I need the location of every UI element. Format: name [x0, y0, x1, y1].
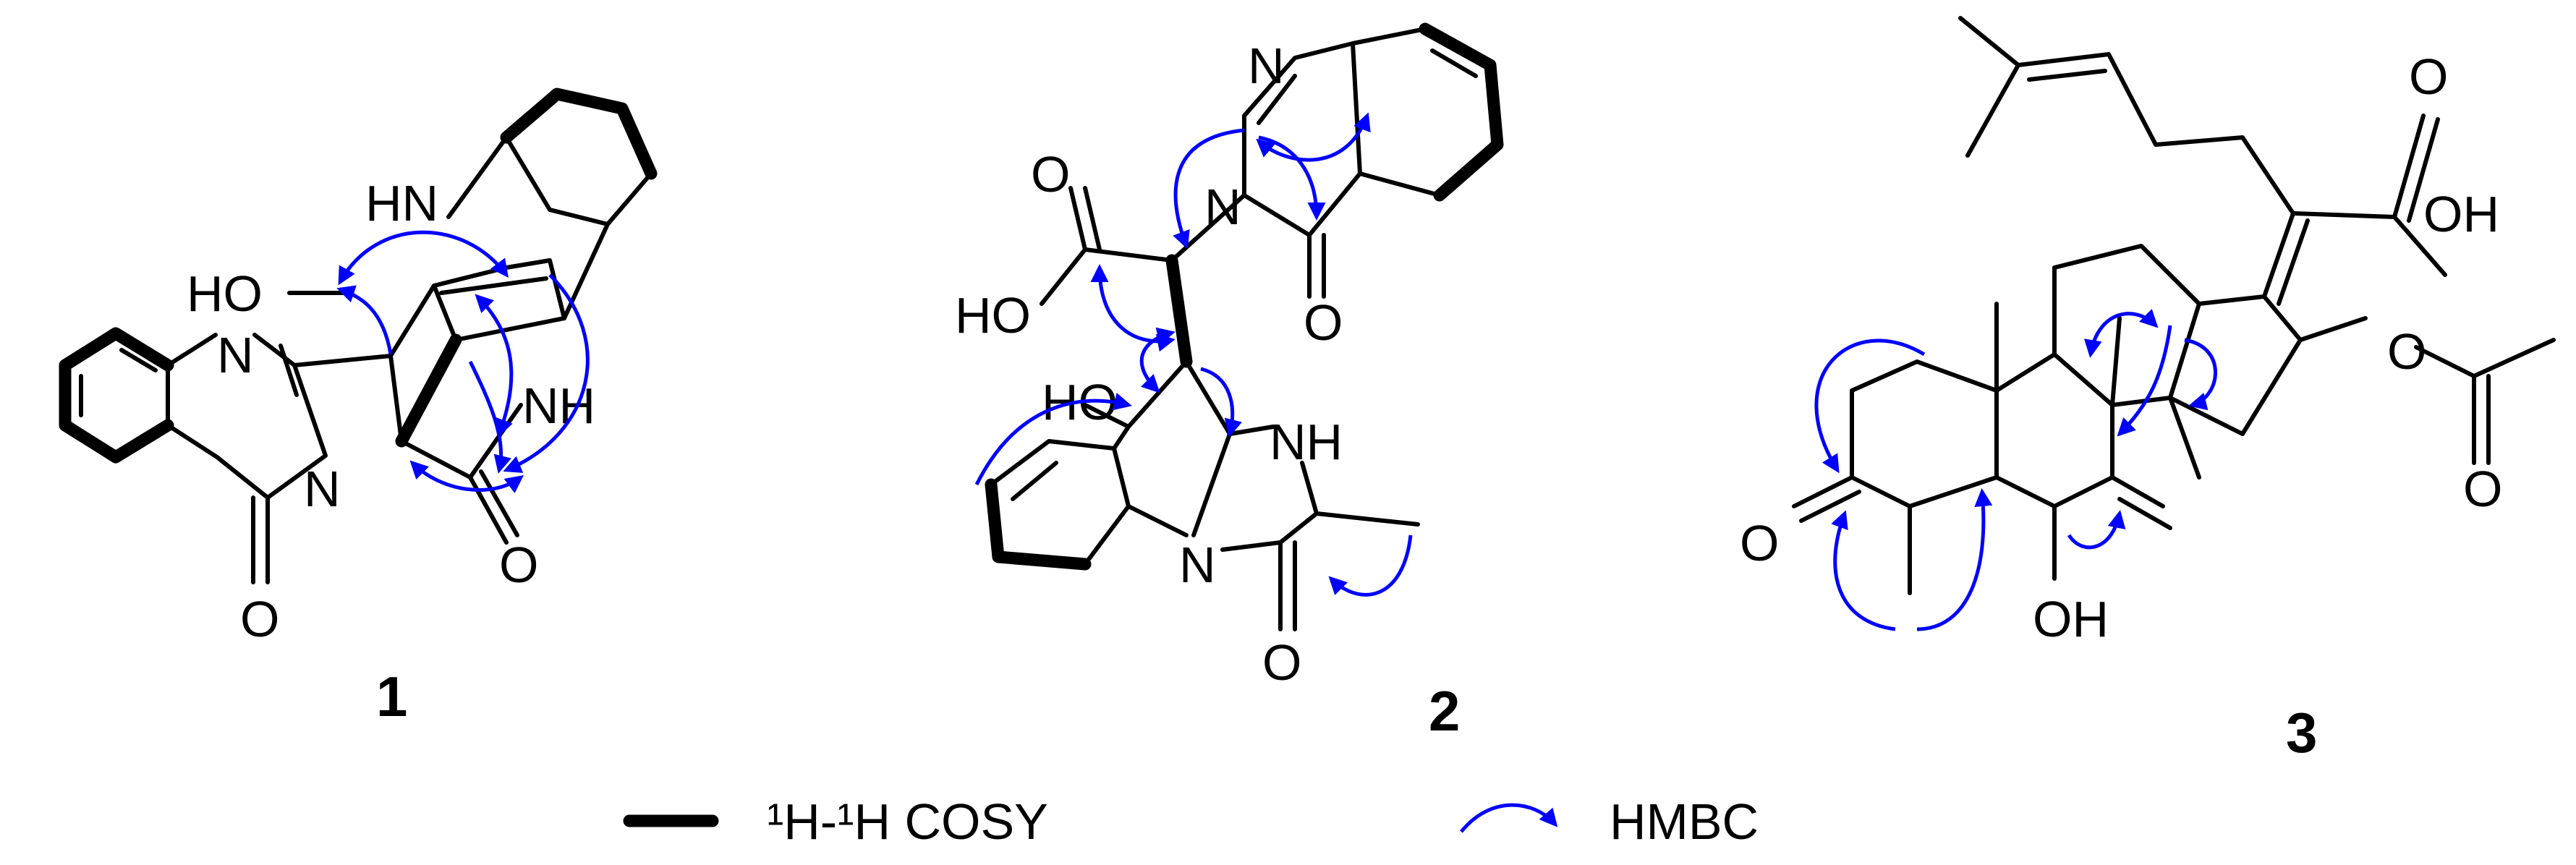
- compound-3-hmbc-arrows: [1814, 309, 2217, 631]
- compound-2-atom-labels: N O N HO O HO NH N O: [955, 38, 1343, 691]
- atom-label: HN: [365, 175, 438, 231]
- atom-label: OH: [2033, 591, 2109, 647]
- compound-1-hmbc-arrows: [336, 230, 590, 493]
- atom-label: O: [1304, 294, 1343, 351]
- compound-1-structure: [59, 88, 658, 584]
- atom-label: N: [1179, 537, 1216, 593]
- atom-label: HO: [187, 265, 263, 322]
- legend-hmbc-label: HMBC: [1610, 793, 1759, 850]
- atom-label: O: [2463, 461, 2502, 517]
- atom-label: O: [240, 591, 279, 647]
- compound-1-atom-labels: HN HO N N NH O O: [187, 175, 595, 647]
- atom-label: NH: [1270, 414, 1343, 470]
- atom-label: O: [1031, 146, 1070, 203]
- atom-label: N: [1248, 38, 1285, 94]
- atom-label: N: [217, 327, 254, 383]
- compound-number-1: 1: [376, 665, 407, 728]
- atom-label: OH: [2423, 186, 2499, 242]
- compound-2-structure: [985, 22, 1504, 631]
- atom-label: N: [304, 461, 341, 517]
- compound-number-2: 2: [1429, 679, 1460, 743]
- legend-cosy-label: ¹H-¹H COSY: [767, 793, 1048, 850]
- atom-label: O: [1262, 634, 1301, 691]
- legend-hmbc-arrow: [1460, 803, 1558, 833]
- atom-label: O: [1740, 515, 1779, 571]
- compound-number-3: 3: [2286, 701, 2317, 764]
- atom-label: O: [2409, 48, 2448, 105]
- compound-3-structure: [1792, 16, 2556, 595]
- compound-3-atom-labels: O OH O O O OH: [1740, 48, 2502, 647]
- compound-2-hmbc-arrows: [974, 112, 1413, 597]
- atom-label: N: [1204, 179, 1241, 235]
- legend: ¹H-¹H COSY HMBC: [623, 793, 1759, 850]
- atom-label: O: [499, 537, 538, 593]
- atom-label: HO: [955, 287, 1031, 344]
- atom-label: O: [2387, 323, 2426, 380]
